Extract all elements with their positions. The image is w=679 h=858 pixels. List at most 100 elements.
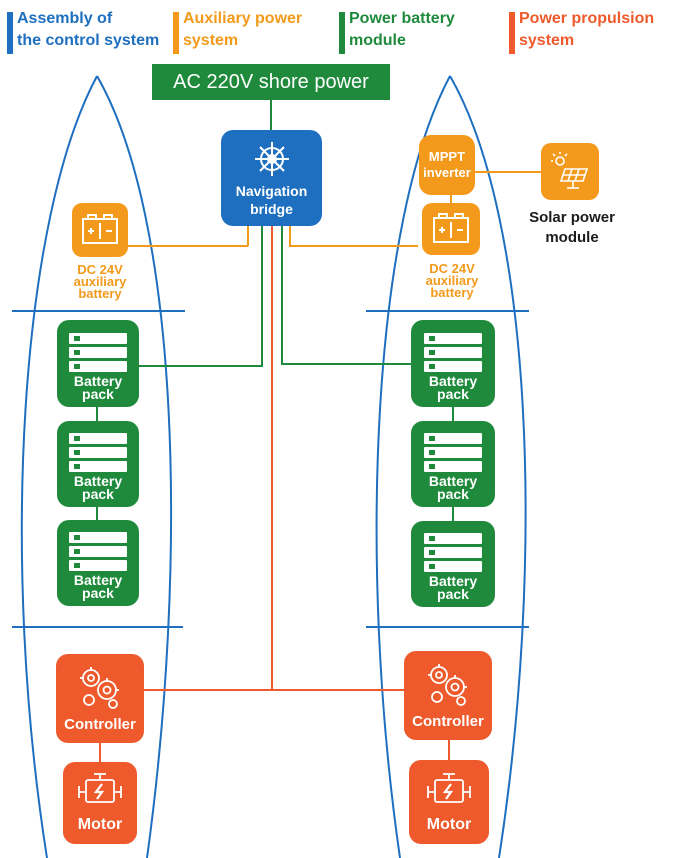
- legend-swatch: [173, 12, 179, 54]
- right-aux-battery: [422, 203, 480, 255]
- label-line: pack: [437, 486, 469, 502]
- controller-label: Controller: [64, 716, 136, 733]
- label-line: Battery: [73, 572, 123, 588]
- legend-label-line: system: [183, 32, 239, 49]
- legend-label: Power battery module: [349, 8, 455, 54]
- label-line: Battery: [428, 473, 478, 489]
- legend-label-line: Power propulsion: [519, 10, 655, 27]
- label-line: battery: [430, 285, 474, 300]
- bridge-to-right-battery-line: [281, 225, 412, 365]
- solar-power-module: [541, 143, 599, 200]
- gears-icon: [80, 667, 119, 709]
- legend-label-line: Power battery: [349, 10, 455, 27]
- battery-icon: [82, 214, 118, 244]
- engine-icon: [78, 773, 122, 803]
- motor-label: Motor: [426, 816, 472, 833]
- legend-label-line: Assembly of: [17, 10, 113, 27]
- label-line: MPPT: [428, 149, 466, 164]
- battery-wiring: [96, 100, 454, 525]
- label-line: Battery: [73, 373, 123, 389]
- left-hull-inner: [96, 75, 173, 858]
- label-line: Solar power: [529, 209, 615, 226]
- label-line: bridge: [250, 201, 293, 217]
- gears-icon: [428, 664, 467, 706]
- solar-panel-icon: [551, 151, 589, 189]
- left-motor: Motor: [63, 762, 137, 844]
- battery-stack-icon: [424, 533, 482, 572]
- mppt-inverter: MPPT inverter: [419, 135, 475, 195]
- right-controller: Controller: [404, 651, 492, 740]
- battery-stack-icon: [424, 433, 482, 472]
- label-line: pack: [437, 586, 469, 602]
- bridge-to-right-controller-line: [271, 225, 404, 691]
- label-line: pack: [437, 386, 469, 402]
- label-line: auxiliary: [73, 274, 127, 289]
- battery-icon: [433, 213, 469, 243]
- solar-power-module-label: Solar power module: [512, 208, 632, 248]
- shore-power-label: AC 220V shore power: [152, 64, 390, 100]
- mppt-inverter-label: MPPT inverter: [423, 149, 471, 181]
- legend-control-system: Assembly of the control system: [7, 8, 159, 54]
- legend-label-line: the control system: [17, 32, 160, 49]
- bridge-to-right-aux-line: [289, 225, 418, 247]
- label-line: Navigation: [235, 183, 308, 199]
- legend-label-line: module: [349, 32, 406, 49]
- battery-stack-icon: [69, 333, 127, 372]
- propulsion-wiring: [99, 225, 450, 762]
- auxiliary-wiring: [128, 171, 541, 247]
- label-line: battery: [78, 286, 122, 301]
- navigation-bridge-label: Navigation bridge: [236, 182, 308, 218]
- legend-label: Auxiliary power system: [183, 8, 302, 54]
- motor-label: Motor: [77, 816, 123, 833]
- label-line: pack: [82, 486, 114, 502]
- battery-stack-icon: [69, 433, 127, 472]
- legend-label: Assembly of the control system: [17, 8, 159, 54]
- left-hull-outer: [20, 75, 98, 858]
- label-line: DC 24V: [429, 261, 475, 276]
- label-line: pack: [82, 585, 114, 601]
- controller-label: Controller: [412, 713, 484, 730]
- right-motor: Motor: [409, 760, 489, 844]
- legend-label-line: Auxiliary power: [183, 10, 303, 27]
- label-line: Battery: [428, 573, 478, 589]
- engine-icon: [427, 773, 471, 803]
- label-line: Battery: [428, 373, 478, 389]
- bridge-to-left-battery-line: [138, 225, 263, 367]
- ship-wheel-icon: [254, 142, 289, 176]
- left-controller: Controller: [56, 654, 144, 743]
- label-line: pack: [82, 386, 114, 402]
- legend-power-battery: Power battery module: [339, 8, 455, 54]
- label-line: inverter: [423, 165, 471, 180]
- battery-stack-icon: [69, 532, 127, 571]
- label-line: Battery: [73, 473, 123, 489]
- legend-label: Power propulsion system: [519, 8, 654, 54]
- legend-auxiliary-power: Auxiliary power system: [173, 8, 302, 54]
- label-line: auxiliary: [425, 273, 479, 288]
- left-aux-battery-label: DC 24V auxiliary battery: [60, 262, 140, 301]
- label-line: DC 24V: [77, 262, 123, 277]
- legend-label-line: system: [519, 32, 575, 49]
- legend-swatch: [509, 12, 515, 54]
- battery-stack-icon: [424, 333, 482, 372]
- legend-power-propulsion: Power propulsion system: [509, 8, 654, 54]
- legend-swatch: [7, 12, 13, 54]
- navigation-bridge: Navigation bridge: [221, 130, 322, 226]
- right-aux-battery-label: DC 24V auxiliary battery: [412, 261, 492, 300]
- left-aux-battery: [72, 203, 128, 257]
- legend-swatch: [339, 12, 345, 54]
- right-hull-outer: [449, 75, 527, 858]
